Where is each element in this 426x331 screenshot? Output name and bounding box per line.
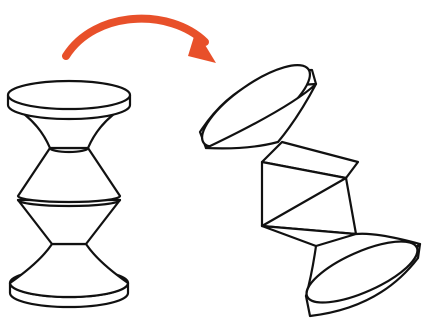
original-stacked-shape-icon <box>6 79 132 309</box>
rotated-upper-cone <box>204 82 318 150</box>
rotation-arrow-head <box>188 30 216 63</box>
upper-frustum <box>16 146 122 204</box>
top-disc-top <box>6 79 132 111</box>
rotated-stacked-shape-icon <box>198 64 422 318</box>
rotation-arrow-shaft <box>62 14 209 60</box>
rotation-arrow-icon <box>62 14 216 63</box>
middle-band-lower-edge <box>16 198 122 208</box>
rotated-middle-diagonal <box>260 176 348 228</box>
lower-cone <box>8 242 130 299</box>
upper-waist-edge <box>48 146 90 154</box>
rotated-bottom-disc-face <box>305 240 419 304</box>
